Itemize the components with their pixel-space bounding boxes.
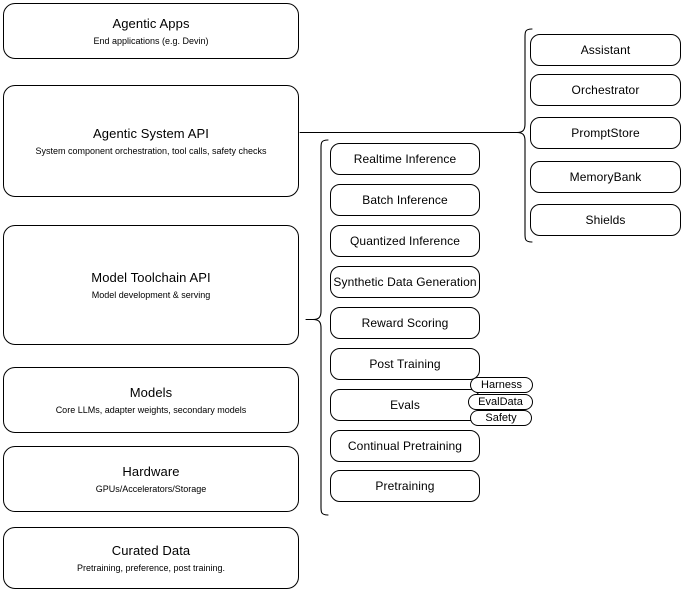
toolchain-box-synthetic-data-generation[interactable]: Synthetic Data Generation <box>330 266 480 298</box>
brace-path <box>312 139 329 516</box>
layer-subtitle: Pretraining, preference, post training. <box>76 562 226 573</box>
system-box-shields[interactable]: Shields <box>530 204 681 236</box>
system-box-memorybank[interactable]: MemoryBank <box>530 161 681 193</box>
toolchain-box-quantized-inference[interactable]: Quantized Inference <box>330 225 480 257</box>
toolchain-box-realtime-inference[interactable]: Realtime Inference <box>330 143 480 175</box>
toolchain-box-evals[interactable]: Evals <box>330 389 480 421</box>
toolchain-label: Reward Scoring <box>361 315 449 330</box>
eval-badge-harness[interactable]: Harness <box>470 377 533 393</box>
system-label: Shields <box>585 212 626 227</box>
layer-subtitle: GPUs/Accelerators/Storage <box>95 483 207 494</box>
layer-title: Curated Data <box>111 542 191 558</box>
layer-box-model-toolchain-api[interactable]: Model Toolchain API Model development & … <box>3 225 299 345</box>
toolchain-label: Continual Pretraining <box>347 438 463 453</box>
layer-subtitle: Model development & serving <box>91 289 211 300</box>
eval-badge-safety[interactable]: Safety <box>470 410 532 426</box>
toolchain-box-continual-pretraining[interactable]: Continual Pretraining <box>330 430 480 462</box>
layer-box-models[interactable]: Models Core LLMs, adapter weights, secon… <box>3 367 299 433</box>
system-label: MemoryBank <box>569 169 642 184</box>
layer-subtitle: System component orchestration, tool cal… <box>35 145 267 156</box>
layer-title: Agentic Apps <box>112 15 190 31</box>
toolchain-box-pretraining[interactable]: Pretraining <box>330 470 480 502</box>
toolchain-label: Batch Inference <box>362 192 448 207</box>
layer-box-agentic-system-api[interactable]: Agentic System API System component orch… <box>3 85 299 197</box>
layer-title: Models <box>129 384 173 400</box>
toolchain-label: Pretraining <box>375 478 435 493</box>
toolchain-box-batch-inference[interactable]: Batch Inference <box>330 184 480 216</box>
toolchain-box-reward-scoring[interactable]: Reward Scoring <box>330 307 480 339</box>
toolchain-label: Post Training <box>369 356 441 371</box>
system-label: Assistant <box>580 42 631 57</box>
toolchain-label: Synthetic Data Generation <box>333 274 477 289</box>
eval-badge-evaldata[interactable]: EvalData <box>468 394 533 410</box>
system-label: Orchestrator <box>571 82 640 97</box>
layer-title: Hardware <box>122 463 180 479</box>
layer-title: Agentic System API <box>93 125 209 141</box>
brace-toolchain-components <box>305 139 330 517</box>
layer-box-curated-data[interactable]: Curated Data Pretraining, preference, po… <box>3 527 299 589</box>
system-label: PromptStore <box>571 125 640 140</box>
toolchain-label: Realtime Inference <box>353 151 457 166</box>
layer-subtitle: Core LLMs, adapter weights, secondary mo… <box>55 404 247 415</box>
system-box-promptstore[interactable]: PromptStore <box>530 117 681 149</box>
layer-subtitle: End applications (e.g. Devin) <box>93 35 209 46</box>
layer-box-hardware[interactable]: Hardware GPUs/Accelerators/Storage <box>3 446 299 512</box>
toolchain-label: Quantized Inference <box>350 233 460 248</box>
toolchain-box-post-training[interactable]: Post Training <box>330 348 480 380</box>
system-box-orchestrator[interactable]: Orchestrator <box>530 74 681 106</box>
connector-system-api-to-components <box>299 126 522 140</box>
layer-title: Model Toolchain API <box>91 269 211 285</box>
layer-box-agentic-apps[interactable]: Agentic Apps End applications (e.g. Devi… <box>3 3 299 59</box>
system-box-assistant[interactable]: Assistant <box>530 34 681 66</box>
toolchain-label: Evals <box>390 397 420 412</box>
